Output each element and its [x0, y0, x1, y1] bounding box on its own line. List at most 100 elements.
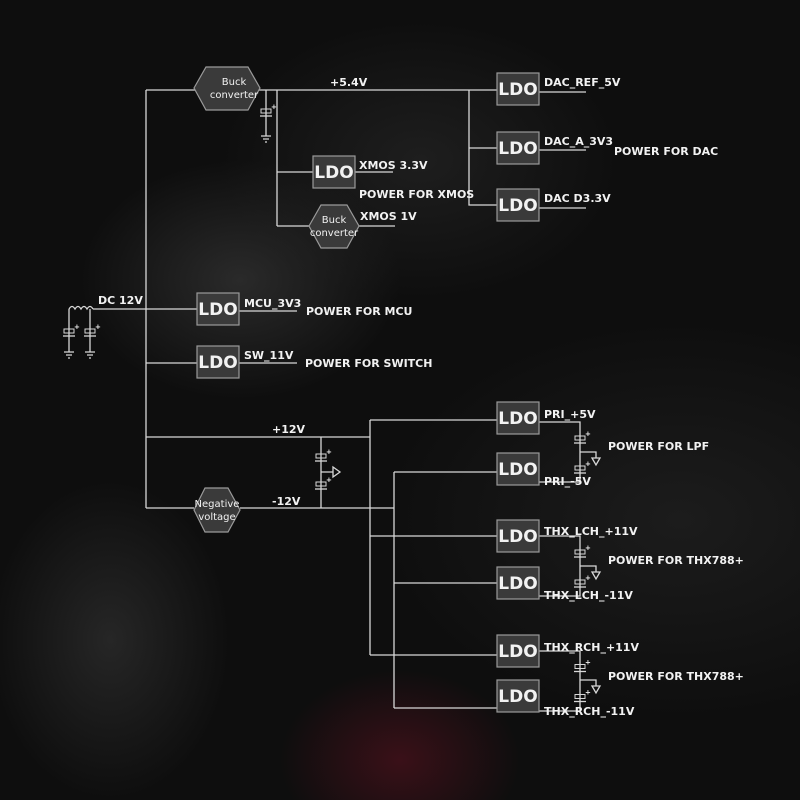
p12-bus — [369, 419, 497, 656]
capacitor-icon: + — [63, 323, 80, 337]
dac-branch — [468, 90, 497, 206]
dac-ref-label: DAC_REF_5V — [544, 76, 621, 89]
svg-text:+: + — [585, 430, 591, 438]
ldo-rch-neg: LDO — [496, 679, 540, 713]
ldo-lch-neg: LDO — [496, 566, 540, 600]
ldo-label: LDO — [498, 527, 537, 547]
wires — [68, 89, 597, 712]
n12-bus — [393, 471, 497, 709]
capacitor-icon: + — [574, 460, 591, 474]
svg-text:+: + — [585, 574, 591, 582]
ldo-label: LDO — [498, 642, 537, 662]
ldo-pri-neg: LDO — [496, 452, 540, 486]
ldo-lch-pos: LDO — [496, 519, 540, 553]
dac-d-label: DAC D3.3V — [544, 192, 611, 205]
ldo-label: LDO — [198, 353, 237, 373]
ldo-box — [196, 345, 240, 379]
power-lpf-label: POWER FOR LPF — [608, 440, 709, 453]
inductor — [68, 305, 94, 311]
capacitor-icon: + — [574, 574, 591, 588]
lch-n-label: THX_LCH_-11V — [544, 589, 633, 602]
ldo-pair-outputs — [539, 421, 597, 712]
power-thx-r-label: POWER FOR THX788+ — [608, 670, 744, 683]
xmos33-label: XMOS 3.3V — [359, 159, 428, 172]
dac-a-label: DAC_A_3V3 — [544, 135, 613, 148]
power-switch-label: POWER FOR SWITCH — [305, 357, 432, 370]
svg-text:+: + — [585, 689, 591, 697]
dc12-label: DC 12V — [98, 294, 143, 307]
svg-text:+: + — [74, 323, 80, 331]
ldo-box — [496, 452, 540, 486]
ldo-label: LDO — [314, 163, 353, 183]
ground-arrow-icon — [332, 465, 342, 479]
ldo-switch: LDO — [196, 345, 240, 379]
ldo-box — [496, 679, 540, 713]
xmos-branch — [276, 90, 313, 227]
power-thx-l-label: POWER FOR THX788+ — [608, 554, 744, 567]
lch-p-label: THX_LCH_+11V — [544, 525, 638, 538]
capacitor-icon: + — [84, 323, 101, 337]
ldo-blocks: LDO LDO LDO LDO LDO LDO LDO LDO LDO LDO LDO LDO — [196, 72, 540, 713]
power-dac-label: POWER FOR DAC — [614, 145, 718, 158]
ldo-box — [496, 634, 540, 668]
svg-text:+: + — [95, 323, 101, 331]
svg-text:+: + — [585, 659, 591, 667]
rch-n-label: THX_RCH_-11V — [544, 705, 635, 718]
ldo-label: LDO — [498, 687, 537, 707]
sw-label: SW_11V — [244, 349, 294, 362]
dac-outputs — [539, 91, 586, 209]
svg-text:+: + — [585, 460, 591, 468]
n12-label: -12V — [272, 495, 301, 508]
power-xmos-label: POWER FOR XMOS — [359, 188, 474, 201]
power-mcu-label: POWER FOR MCU — [306, 305, 412, 318]
ldo-xmos: LDO — [312, 155, 356, 189]
rch-p-label: THX_RCH_+11V — [544, 641, 639, 654]
capacitor-icon: + — [260, 103, 277, 117]
pri-n-label: PRI_-5V — [544, 475, 591, 488]
dc-input — [68, 308, 197, 330]
mcu-label: MCU_3V3 — [244, 297, 301, 310]
ldo-box — [196, 292, 240, 326]
ldo-label: LDO — [498, 460, 537, 480]
ldo-label: LDO — [198, 300, 237, 320]
ground-arrow-icon — [590, 571, 602, 581]
ground-icon — [85, 351, 95, 359]
capacitor-icon: + — [574, 689, 591, 703]
ldo-dac-ref: LDO — [496, 72, 540, 106]
bypass-caps-wire — [320, 437, 333, 508]
ldo-box — [496, 131, 540, 165]
capacitor-icon: + — [315, 448, 332, 462]
ldo-label: LDO — [498, 574, 537, 594]
buck1-line2: converter — [210, 90, 259, 101]
svg-text:+: + — [326, 476, 332, 484]
buck2-line2: converter — [310, 228, 359, 239]
negative-line1: Negative — [195, 499, 240, 510]
ldo-box — [312, 155, 356, 189]
ldo-label: LDO — [498, 80, 537, 100]
ldo-box — [496, 72, 540, 106]
ldo-pri-pos: LDO — [496, 401, 540, 435]
capacitor-icon: + — [574, 544, 591, 558]
xmos-outputs — [355, 171, 395, 227]
ldo-label: LDO — [498, 409, 537, 429]
capacitor-icon: + — [574, 659, 591, 673]
buck1-line1: Buck — [222, 77, 247, 88]
ldo-rch-pos: LDO — [496, 634, 540, 668]
ground-arrow-icon — [590, 457, 602, 467]
ldo-label: LDO — [498, 139, 537, 159]
ldo-mcu: LDO — [196, 292, 240, 326]
ground-icon — [261, 135, 271, 143]
negative-line2: voltage — [198, 512, 235, 523]
passives: + + + + + + + + + + + — [63, 90, 602, 703]
ldo-label: LDO — [498, 196, 537, 216]
ldo-dac-d: LDO — [496, 188, 540, 222]
ldo-box — [496, 566, 540, 600]
xmos1-label: XMOS 1V — [360, 210, 417, 223]
rail-5v4-label: +5.4V — [330, 76, 368, 89]
buck-converter-main: Buck converter — [193, 66, 261, 111]
ldo-box — [496, 401, 540, 435]
ldo-box — [496, 519, 540, 553]
capacitor-icon: + — [574, 430, 591, 444]
